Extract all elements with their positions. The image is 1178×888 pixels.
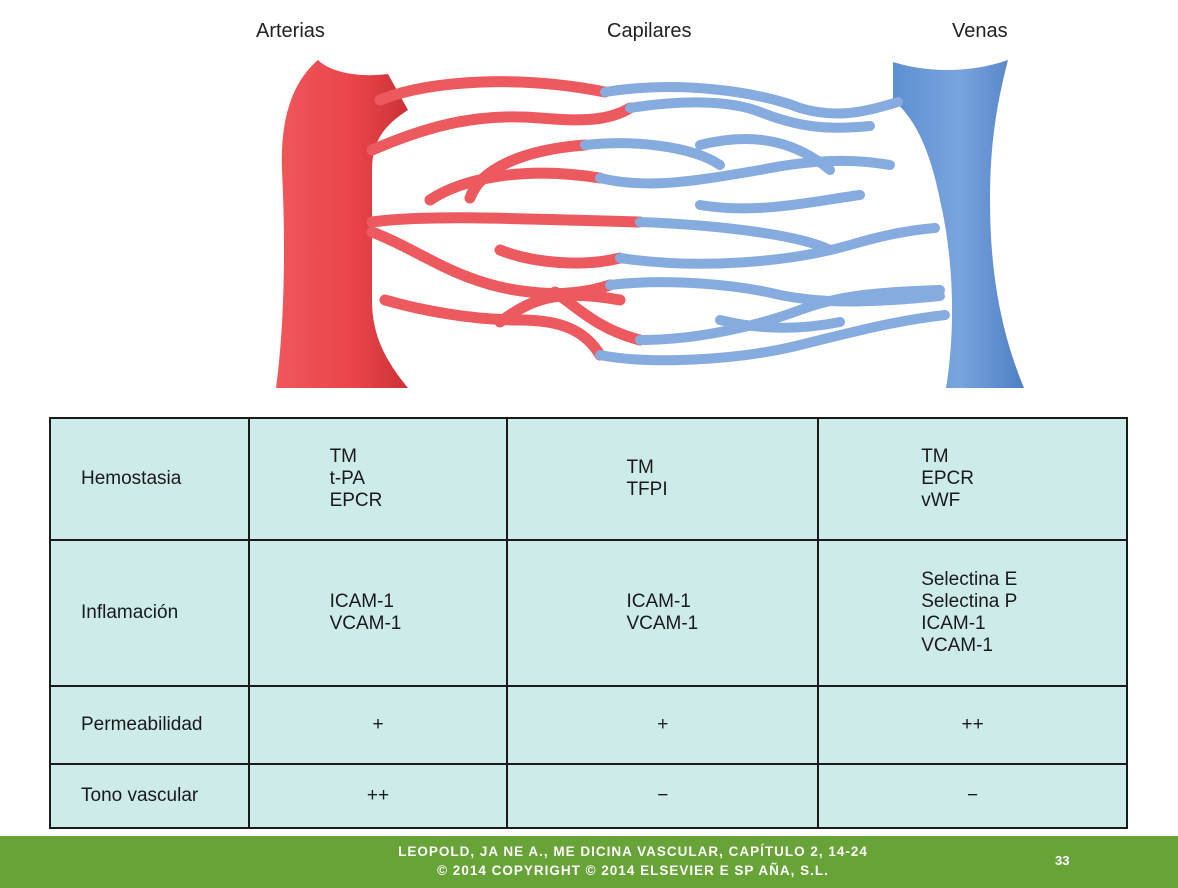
cell-line: VCAM-1 (329, 613, 402, 634)
cell-line: Selectina E (921, 569, 1018, 590)
citation-line-2: © 2014 COPYRIGHT © 2014 ELSEVIER E SP AÑ… (437, 863, 829, 878)
header-venas: Venas (952, 20, 1008, 42)
cell-venas: TM EPCR vWF (817, 417, 1128, 541)
cell-venas: − (817, 763, 1128, 829)
cell-capilares: + (506, 685, 820, 765)
header-capilares: Capilares (607, 20, 692, 42)
header-arterias: Arterias (256, 20, 325, 42)
cell-arterias: ++ (247, 763, 509, 829)
cell-arterias: ICAM-1 VCAM-1 (247, 539, 509, 687)
cell-line: TM (329, 446, 357, 467)
cell-line: Selectina P (921, 591, 1018, 612)
table-row-permeabilidad: Permeabilidad + + ++ (49, 685, 1128, 765)
cell-line: VCAM-1 (921, 635, 993, 656)
footer-bar: LEOPOLD, JA NE A., ME DICINA VASCULAR, C… (0, 836, 1178, 888)
cell-line: TM (626, 457, 654, 478)
cell-line: ICAM-1 (329, 591, 394, 612)
cell-line: EPCR (329, 490, 383, 511)
cell-capilares: − (506, 763, 820, 829)
row-label: Inflamación (49, 539, 250, 687)
cell-arterias: TM t-PA EPCR (247, 417, 509, 541)
cell-capilares: ICAM-1 VCAM-1 (506, 539, 820, 687)
vascular-network-diagram (276, 60, 1024, 388)
row-label: Permeabilidad (49, 685, 250, 765)
cell-line: ICAM-1 (921, 613, 986, 634)
cell-line: ICAM-1 (626, 591, 691, 612)
page-number: 33 (1055, 853, 1070, 868)
citation-line-1: LEOPOLD, JA NE A., ME DICINA VASCULAR, C… (398, 844, 868, 859)
cell-line: VCAM-1 (626, 613, 699, 634)
cell-line: vWF (921, 490, 961, 511)
cell-capilares: TM TFPI (506, 417, 820, 541)
table-row-hemostasia: Hemostasia TM t-PA EPCR TM TFPI TM EPCR … (49, 417, 1128, 541)
cell-line: t-PA (329, 468, 366, 489)
row-label: Tono vascular (49, 763, 250, 829)
venules (580, 82, 950, 366)
cell-arterias: + (247, 685, 509, 765)
comparison-table: Hemostasia TM t-PA EPCR TM TFPI TM EPCR … (49, 417, 1128, 829)
arterioles (366, 76, 646, 361)
cell-venas: ++ (817, 685, 1128, 765)
cell-line: TFPI (626, 479, 668, 500)
table-row-inflamacion: Inflamación ICAM-1 VCAM-1 ICAM-1 VCAM-1 … (49, 539, 1128, 687)
cell-line: TM (921, 446, 949, 467)
artery-trunk (276, 60, 408, 388)
cell-venas: Selectina E Selectina P ICAM-1 VCAM-1 (817, 539, 1128, 687)
vein-trunk (893, 60, 1024, 388)
table-row-tono-vascular: Tono vascular ++ − − (49, 763, 1128, 829)
row-label: Hemostasia (49, 417, 250, 541)
cell-line: EPCR (921, 468, 974, 489)
